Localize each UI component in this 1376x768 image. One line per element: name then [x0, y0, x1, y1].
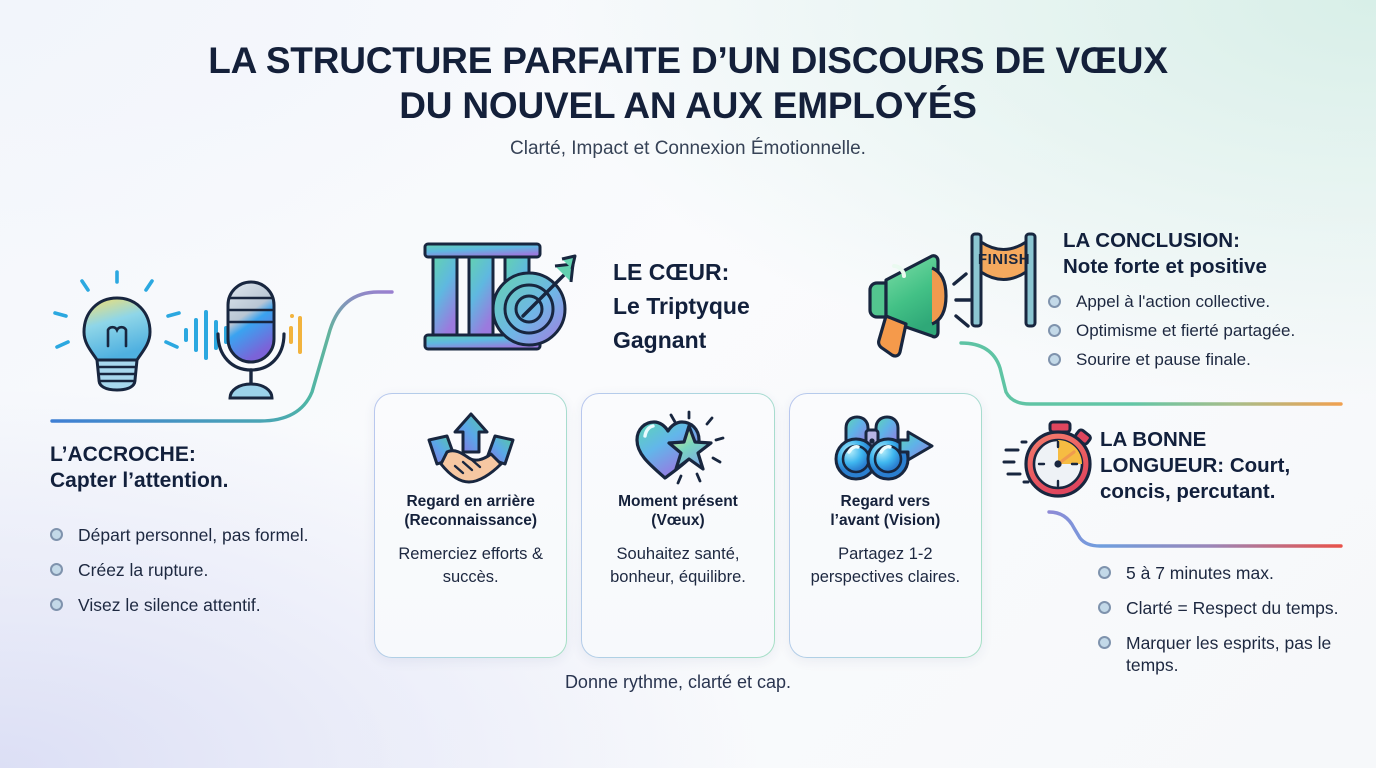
card-regard-en-arriere[interactable]: Regard en arrière (Reconnaissance) Remer… [374, 393, 567, 658]
list-item: Départ personnel, pas formel. [50, 524, 310, 546]
microphone-icon [216, 280, 286, 400]
coeur-heading-line-3: Gagnant [613, 327, 707, 353]
finish-flag-label: FINISH [978, 251, 1030, 268]
bullet-icon [1048, 294, 1061, 308]
card-title-line-1: Regard vers [840, 493, 931, 510]
list-item-label: Créez la rupture. [78, 560, 209, 580]
accroche-icon-group [42, 270, 302, 402]
card-body: Partagez 1-2 perspectives claires. [810, 545, 961, 586]
handshake-arrow-up-icon [425, 408, 517, 490]
list-item: Appel à l'action collective. [1048, 291, 1368, 313]
target-arrow-icon [491, 254, 577, 347]
card-moment-present[interactable]: Moment présent (Vœux) Souhaitez santé, b… [581, 393, 774, 658]
longueur-heading-line-2: LONGUEUR: Court, [1100, 454, 1291, 477]
lightbulb-icon [53, 270, 181, 392]
page-title-line-1: LA STRUCTURE PARFAITE D’UN DISCOURS DE V… [208, 40, 1168, 81]
bullet-icon [1098, 600, 1111, 614]
list-item-label: Départ personnel, pas formel. [78, 525, 309, 545]
bullet-icon [1098, 565, 1111, 579]
list-item-label: Sourire et pause finale. [1076, 350, 1251, 369]
bullet-icon [50, 597, 63, 611]
card-title-line-2: (Vœux) [651, 512, 705, 529]
heart-star-icon [631, 408, 725, 490]
triptyque-caption: Donne rythme, clarté et cap. [564, 672, 792, 692]
page-title-line-2: DU NOUVEL AN AUX EMPLOYÉS [399, 85, 977, 126]
megaphone-spark-icon [952, 272, 972, 328]
bullet-icon [50, 562, 63, 576]
list-item: Marquer les esprits, pas le temps. [1098, 632, 1368, 676]
page-title: LA STRUCTURE PARFAITE D’UN DISCOURS DE V… [0, 38, 1376, 128]
accroche-heading-line-2: Capter l’attention. [50, 469, 229, 492]
list-item: Clarté = Respect du temps. [1098, 597, 1368, 619]
list-item: Créez la rupture. [50, 559, 310, 581]
longueur-heading-line-3: concis, percutant. [1100, 480, 1276, 503]
soundwave-icon [184, 310, 228, 360]
finish-flag-icon [970, 232, 1037, 328]
coeur-heading-line-2: Le Triptyque [613, 293, 750, 319]
list-item-label: Appel à l'action collective. [1076, 292, 1271, 311]
card-title-line-1: Moment présent [618, 493, 738, 510]
card-title-line-1: Regard en arrière [406, 493, 535, 510]
list-item: Visez le silence attentif. [50, 594, 310, 616]
accroche-heading-line-1: L’ACCROCHE: [50, 443, 196, 466]
bullet-icon [50, 527, 63, 541]
card-title-line-2: l’avant (Vision) [830, 512, 941, 529]
card-title: Regard vers l’avant (Vision) [830, 492, 940, 530]
list-item-label: 5 à 7 minutes max. [1126, 563, 1274, 583]
longueur-heading: LA BONNE LONGUEUR: Court, concis, percut… [1100, 427, 1370, 505]
stopwatch-icon [1002, 420, 1096, 500]
conclusion-heading-line-2: Note forte et positive [1063, 255, 1267, 278]
card-body: Remerciez efforts & succès. [398, 545, 543, 586]
conclusion-heading-line-1: LA CONCLUSION: [1063, 229, 1240, 252]
page-subtitle: Clarté, Impact et Connexion Émotionnelle… [510, 138, 866, 159]
card-title: Moment présent (Vœux) [618, 492, 738, 530]
longueur-heading-line-1: LA BONNE [1100, 428, 1207, 451]
bullet-icon [1048, 323, 1061, 337]
card-title: Regard en arrière (Reconnaissance) [404, 492, 537, 530]
binoculars-arrow-right-icon [832, 408, 938, 490]
list-item-label: Optimisme et fierté partagée. [1076, 321, 1296, 340]
card-regard-vers-lavant[interactable]: Regard vers l’avant (Vision) Partagez 1-… [789, 393, 982, 658]
list-item-label: Clarté = Respect du temps. [1126, 598, 1339, 618]
list-item: Sourire et pause finale. [1048, 349, 1368, 371]
triptyque-card-group: Regard en arrière (Reconnaissance) Remer… [374, 393, 982, 658]
list-item-label: Marquer les esprits, pas le temps. [1126, 633, 1332, 675]
bullet-icon [1098, 635, 1111, 649]
megaphone-icon [868, 254, 948, 358]
list-item: Optimisme et fierté partagée. [1048, 320, 1368, 342]
conclusion-bullet-list: Appel à l'action collective. Optimisme e… [1048, 291, 1368, 378]
card-title-line-2: (Reconnaissance) [404, 512, 537, 529]
list-item: 5 à 7 minutes max. [1098, 562, 1368, 584]
card-body: Souhaitez santé, bonheur, équilibre. [610, 545, 746, 586]
bullet-icon [1048, 352, 1061, 366]
conclusion-icon-group: FINISH [848, 228, 1037, 358]
coeur-heading-line-1: LE CŒUR: [613, 259, 730, 285]
list-item-label: Visez le silence attentif. [78, 595, 261, 615]
accroche-heading: L’ACCROCHE: Capter l’attention. [50, 442, 350, 494]
coeur-heading: LE CŒUR: Le Triptyque Gagnant [613, 255, 843, 357]
coeur-icon-group [415, 232, 600, 367]
connector-longueur [1047, 510, 1343, 548]
soundwave-right-icon [289, 314, 302, 354]
longueur-bullet-list: 5 à 7 minutes max. Clarté = Respect du t… [1098, 562, 1368, 689]
conclusion-heading: LA CONCLUSION: Note forte et positive [1063, 228, 1363, 280]
accroche-bullet-list: Départ personnel, pas formel. Créez la r… [50, 524, 310, 629]
